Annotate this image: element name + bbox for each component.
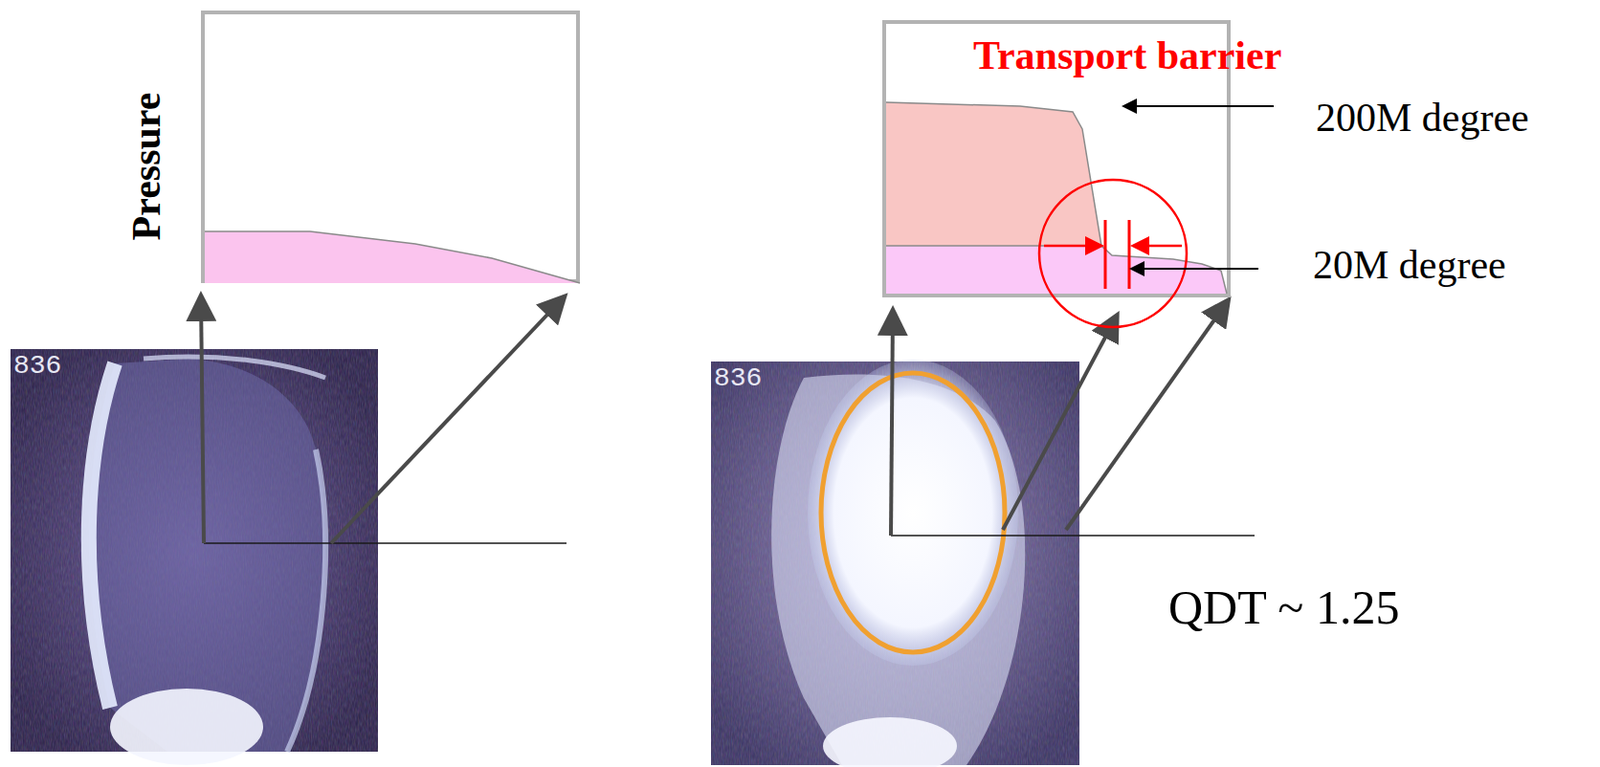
profile-plot <box>204 14 577 280</box>
pointer-arrows <box>200 298 1227 544</box>
profile-chart: Pressure <box>200 10 580 284</box>
frame-number: 836 <box>713 364 762 395</box>
pressure-profile-high <box>886 102 1102 246</box>
profile-line <box>204 231 580 284</box>
annotation: 200M degree <box>1315 95 1530 140</box>
plasma-photo <box>10 349 378 766</box>
width-mark <box>1104 220 1108 289</box>
chart-title: Transport barrier <box>973 33 1282 78</box>
profile-line <box>886 102 1227 294</box>
profile-chart: Transport barrier <box>882 20 1231 298</box>
axis-title: Pressure <box>124 92 169 242</box>
leader-lines <box>203 535 1255 544</box>
frame-number: 836 <box>13 352 62 382</box>
pressure-profile <box>204 231 580 284</box>
pointer-arrow <box>1133 267 1259 270</box>
width-arrow <box>1044 244 1100 248</box>
pointer-arrow <box>1125 105 1274 108</box>
annotation: 20M degree <box>1312 243 1507 288</box>
width-arrow <box>1134 244 1182 248</box>
annotation: QDT ~ 1.25 <box>1168 581 1400 635</box>
highlight-circle <box>1039 179 1187 328</box>
plasma-photo <box>711 359 1080 767</box>
width-mark <box>1128 220 1132 289</box>
profile-line <box>886 244 1103 247</box>
